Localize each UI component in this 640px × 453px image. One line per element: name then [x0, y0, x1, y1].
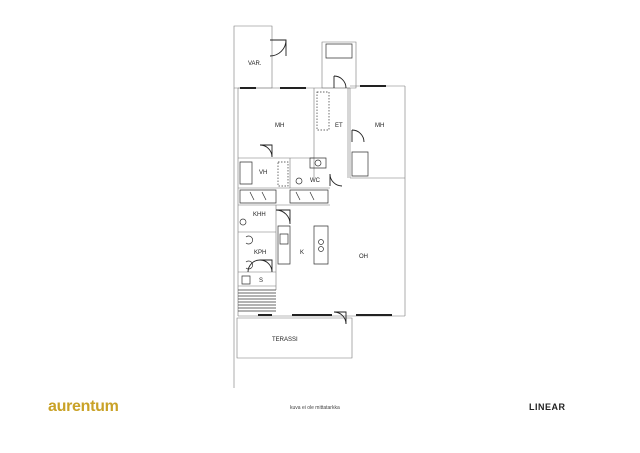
- label-entrance: ET: [335, 123, 343, 129]
- shower-kph-2: [246, 261, 253, 269]
- wardrobe-et: [317, 92, 329, 130]
- porch-bench: [326, 44, 352, 58]
- label-washroom: VH: [259, 170, 267, 176]
- kitchen-counter: [278, 226, 290, 264]
- kitchen-sink: [280, 234, 288, 244]
- label-utility: KHH: [253, 212, 266, 218]
- shower-vh: [278, 162, 288, 186]
- kitchen-island: [314, 226, 328, 264]
- cabinets-row-1: [240, 190, 276, 203]
- terrace-outline: [237, 318, 352, 358]
- label-kitchen: K: [300, 250, 304, 256]
- disclaimer-text: kuva ei ole mittatarkka: [290, 405, 340, 411]
- label-sauna: S: [259, 278, 263, 284]
- wardrobe-mh-right: [352, 152, 368, 176]
- cabinets-row-2: [290, 190, 328, 203]
- door-wc: [330, 174, 342, 186]
- label-terrace: TERASSI: [272, 337, 298, 343]
- label-bedroom-right: MH: [375, 123, 384, 129]
- door-khh: [276, 210, 290, 224]
- door-mh-left: [260, 145, 272, 157]
- partner-logo: LINEAR: [529, 402, 566, 412]
- door-kph: [248, 260, 272, 272]
- cabinet-marks: [250, 192, 314, 200]
- entrance-porch: [322, 42, 356, 88]
- stove-1: [319, 240, 324, 245]
- label-bathroom: KPH: [254, 250, 266, 256]
- shower-kph: [246, 236, 253, 244]
- sauna-heater: [242, 276, 250, 284]
- sink-wc: [310, 158, 326, 168]
- label-bedroom-left: MH: [275, 123, 284, 129]
- toilet-wc: [296, 178, 302, 184]
- sauna-benches: [238, 290, 276, 311]
- door-porch: [334, 76, 346, 88]
- label-toilet: WC: [310, 178, 321, 184]
- washbasin-vh: [240, 162, 252, 184]
- brand-logo: aurentum: [48, 398, 119, 415]
- storage-outline: [234, 26, 272, 88]
- label-storage: VAR.: [248, 61, 262, 67]
- door-storage: [270, 40, 286, 56]
- door-terrace: [334, 312, 346, 324]
- label-living-room: OH: [359, 254, 368, 260]
- stove-2: [319, 247, 324, 252]
- toilet-khh: [240, 219, 246, 225]
- door-mh-right: [352, 130, 364, 142]
- sink-wc-bowl: [315, 160, 321, 166]
